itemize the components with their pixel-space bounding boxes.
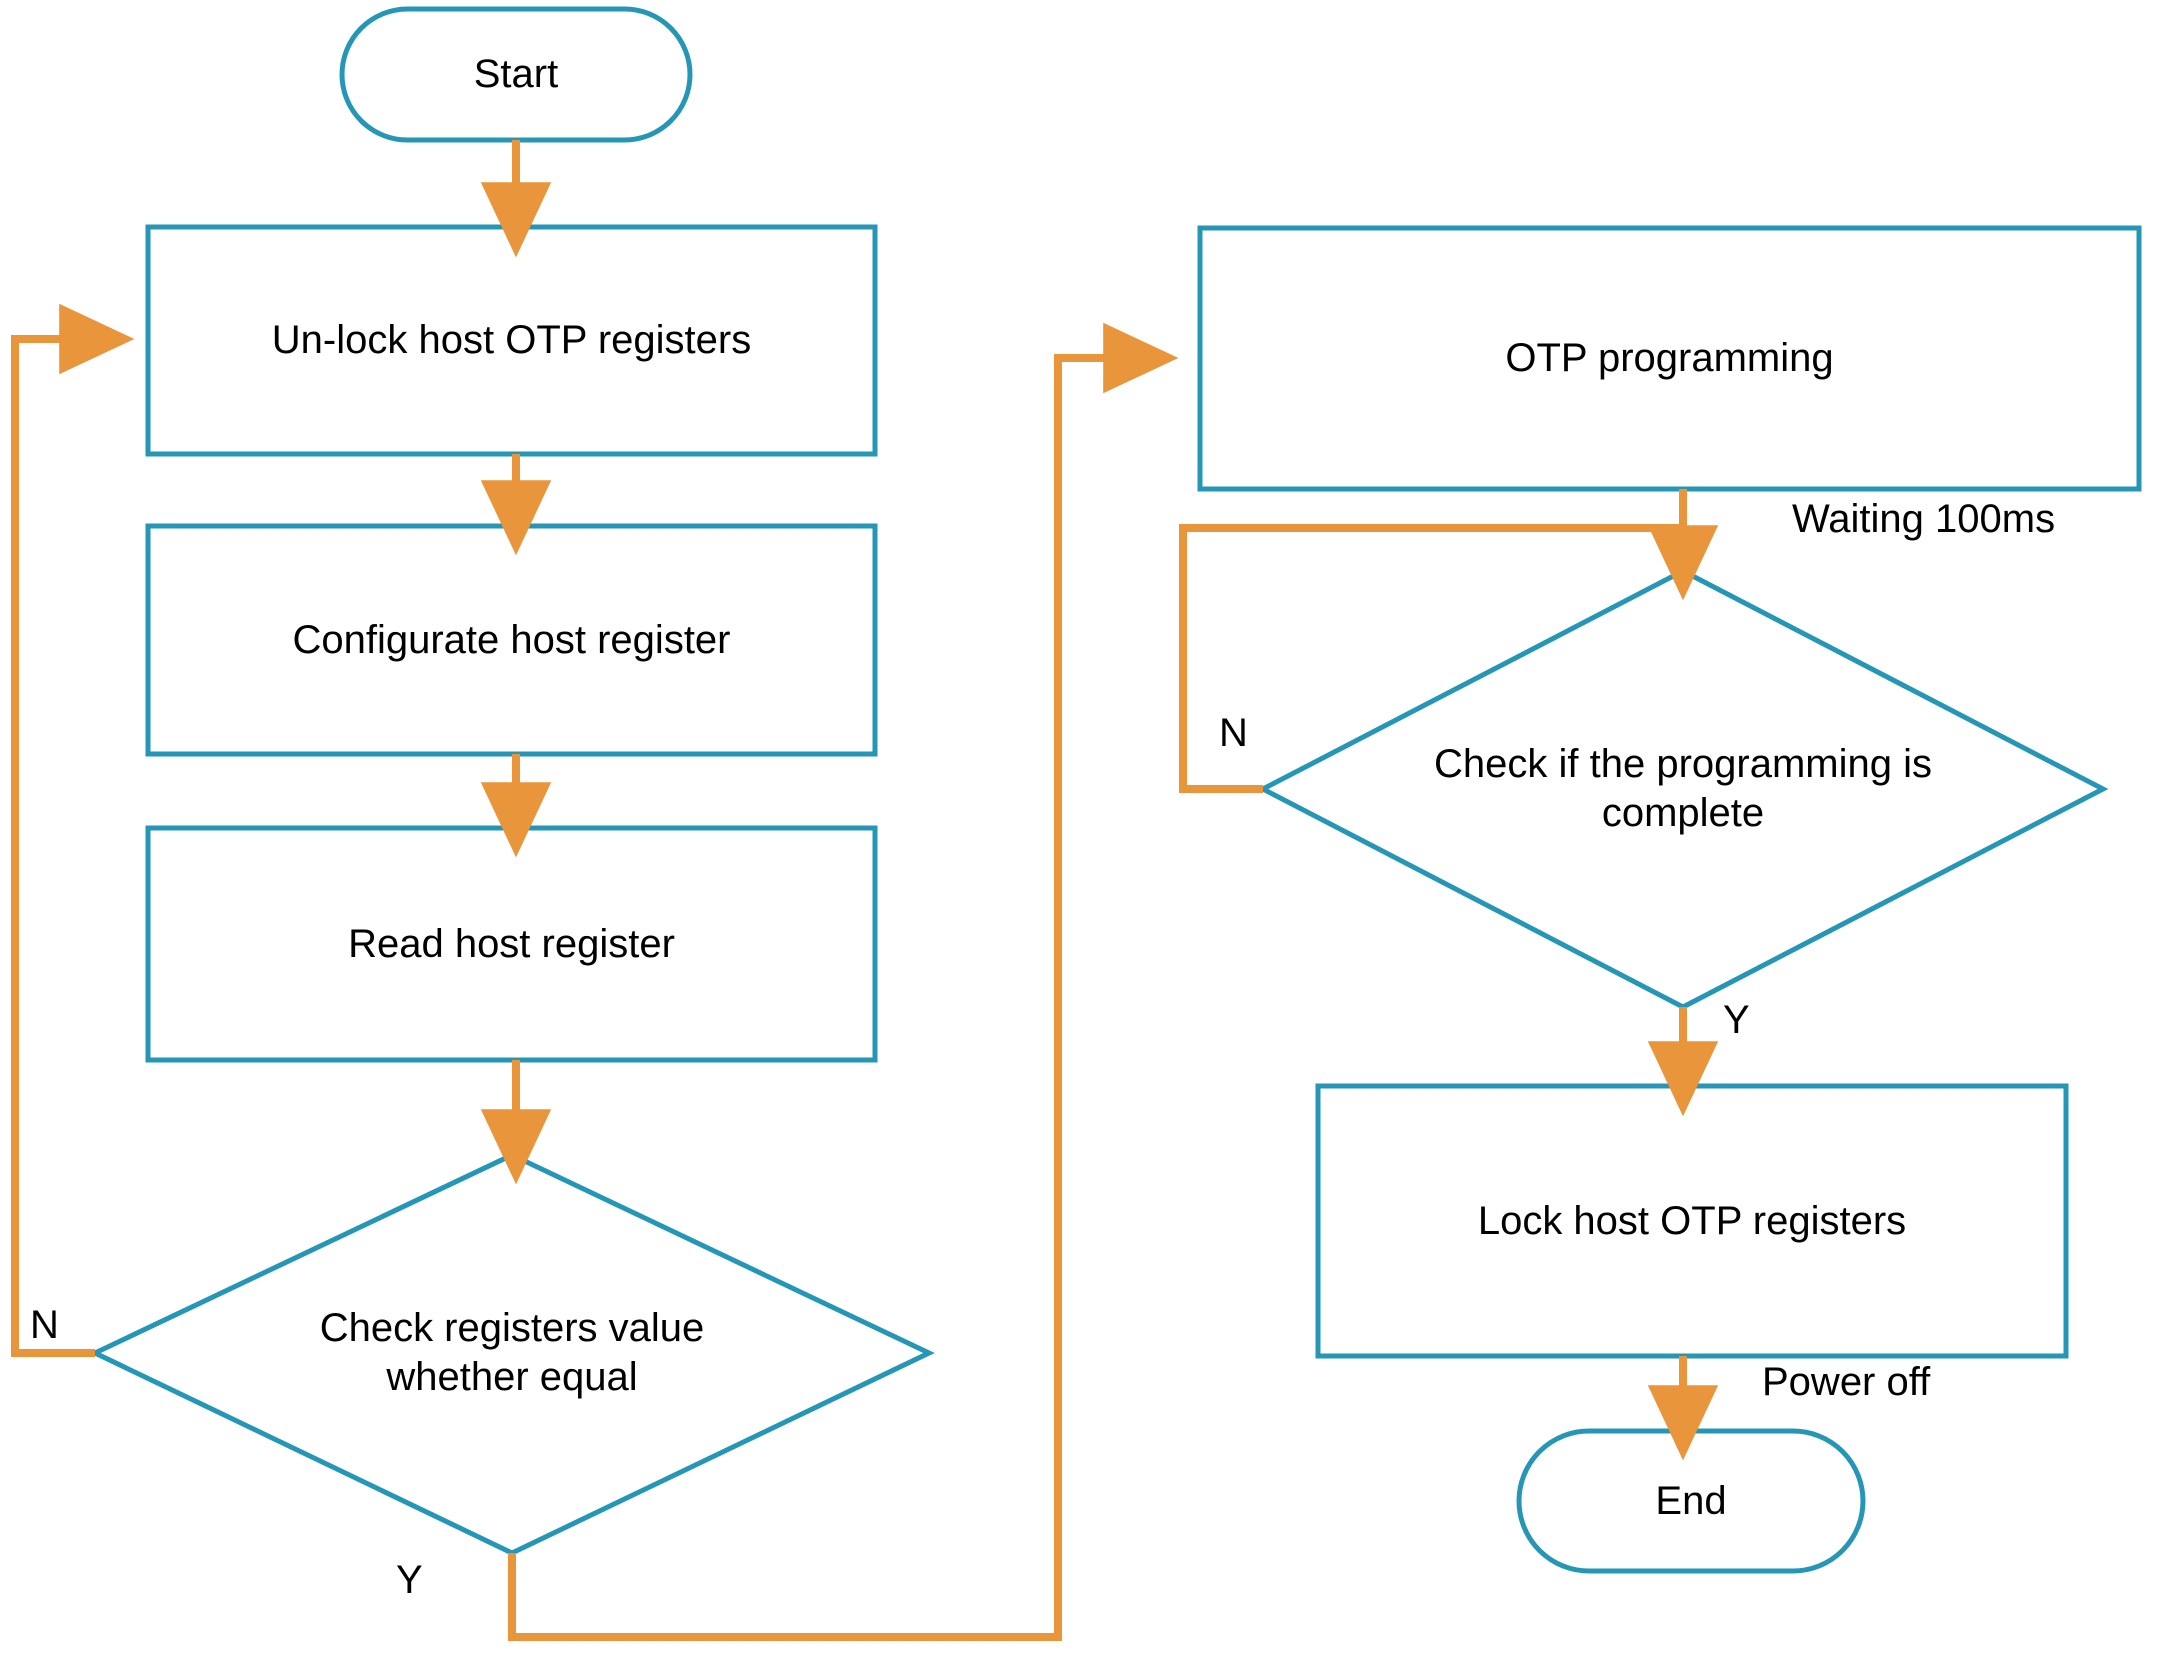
edge-label-check-equal-no: N (30, 1303, 59, 1347)
edge-label-check-equal-yes: Y (396, 1558, 423, 1602)
unlock-process-shape[interactable] (145, 224, 878, 457)
edge-check-complete-no-loop (1179, 524, 1683, 793)
check-equal-decision-shape[interactable] (89, 1152, 935, 1556)
edge-check-equal-no-to-unlock (11, 303, 135, 1357)
start-terminator-shape[interactable] (339, 6, 693, 143)
end-terminator-shape[interactable] (1516, 1428, 1866, 1574)
edge-label-check-complete-yes: Y (1723, 998, 1750, 1042)
edge-label-power-off: Power off (1762, 1360, 1931, 1404)
edge-label-check-complete-no: N (1219, 711, 1248, 755)
check-complete-decision-shape[interactable] (1257, 568, 2109, 1010)
lock-process-shape[interactable] (1315, 1083, 2069, 1359)
edge-check-equal-yes-to-otp-programming (508, 322, 1179, 1641)
read-process-shape[interactable] (145, 825, 878, 1063)
otp-programming-process-shape[interactable] (1197, 225, 2142, 492)
edge-label-waiting: Waiting 100ms (1792, 497, 2056, 541)
configurate-process-shape[interactable] (145, 523, 878, 757)
